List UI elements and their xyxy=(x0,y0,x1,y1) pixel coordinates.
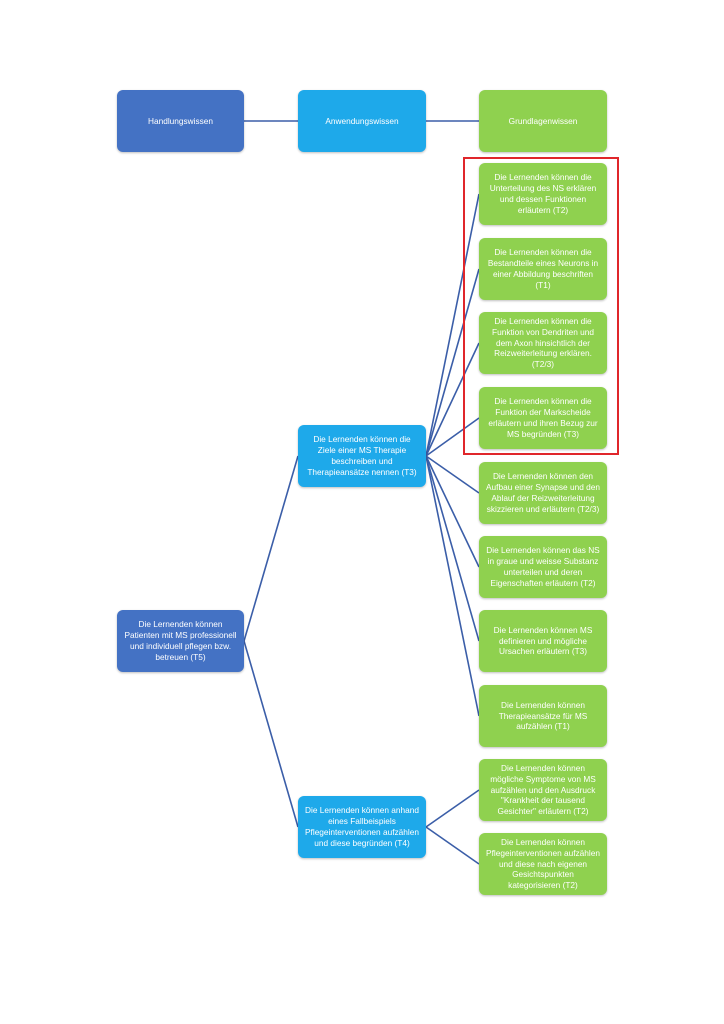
header-anwendungswissen: Anwendungswissen xyxy=(298,90,426,152)
mid-node-therapy-goals: Die Lernenden können die Ziele einer MS … xyxy=(298,425,426,487)
highlight-frame xyxy=(463,157,619,455)
leaf-connector xyxy=(425,455,480,642)
leaf-connector xyxy=(425,455,480,568)
leaf-connector xyxy=(425,342,480,457)
leaf-node: Die Lernenden können die Bestandteile ei… xyxy=(479,238,607,300)
leaf-connector xyxy=(425,789,480,828)
root-connector xyxy=(243,640,299,828)
leaf-node: Die Lernenden können mögliche Symptome v… xyxy=(479,759,607,821)
leaf-connector xyxy=(425,455,480,494)
header-grundlagenwissen: Grundlagenwissen xyxy=(479,90,607,152)
leaf-node: Die Lernenden können MS definieren und m… xyxy=(479,610,607,672)
leaf-connector xyxy=(425,193,480,457)
leaf-node: Die Lernenden können Therapieansätze für… xyxy=(479,685,607,747)
root-connector xyxy=(243,455,299,642)
leaf-connector xyxy=(425,455,480,717)
leaf-connector xyxy=(425,268,480,457)
leaf-node: Die Lernenden können die Unterteilung de… xyxy=(479,163,607,225)
leaf-node: Die Lernenden können die Funktion der Ma… xyxy=(479,387,607,449)
root-node: Die Lernenden können Patienten mit MS pr… xyxy=(117,610,244,672)
leaf-node: Die Lernenden können Pflegeinterventione… xyxy=(479,833,607,895)
header-handlungswissen: Handlungswissen xyxy=(117,90,244,152)
leaf-connector xyxy=(425,826,480,865)
leaf-node: Die Lernenden können den Aufbau einer Sy… xyxy=(479,462,607,524)
leaf-connector xyxy=(425,417,480,457)
leaf-node: Die Lernenden können die Funktion von De… xyxy=(479,312,607,374)
leaf-node: Die Lernenden können das NS in graue und… xyxy=(479,536,607,598)
mid-node-case-study: Die Lernenden können anhand eines Fallbe… xyxy=(298,796,426,858)
